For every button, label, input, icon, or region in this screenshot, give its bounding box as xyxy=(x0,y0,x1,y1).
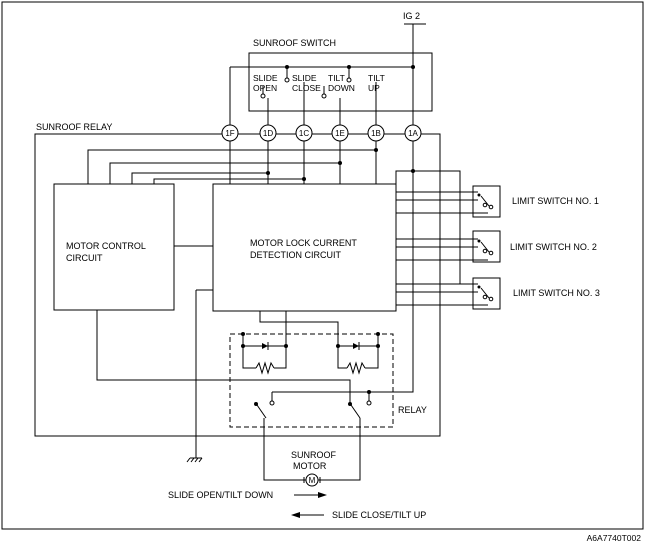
tilt-up-label-1: TILT xyxy=(368,73,385,83)
terminal-label-1a: 1A xyxy=(408,129,418,138)
limit-switch-2-label: LIMIT SWITCH NO. 2 xyxy=(510,242,597,252)
slide-open-label-2: OPEN xyxy=(253,83,277,93)
tilt-down-label-2: DOWN xyxy=(328,83,355,93)
terminal-label-1c: 1C xyxy=(299,129,309,138)
slide-open-label-1: SLIDE xyxy=(253,73,278,83)
slide-close-tilt-up-label: SLIDE CLOSE/TILT UP xyxy=(332,510,426,520)
sunroof-relay-title: SUNROOF RELAY xyxy=(36,122,112,132)
motor-lock-label-2: DETECTION CIRCUIT xyxy=(250,250,342,260)
relay-contact-2 xyxy=(350,404,361,419)
wire-1a-relay xyxy=(369,141,414,393)
bus-1b xyxy=(87,149,377,184)
sunroof-motor-label-1: SUNROOF xyxy=(291,450,337,460)
motor-control-circuit-box xyxy=(53,183,175,311)
limit-switch-3-box xyxy=(472,277,501,310)
switch-contact-slide-open xyxy=(260,93,266,99)
motor-m-label: M xyxy=(309,476,316,485)
diagram-frame xyxy=(1,1,644,530)
motor-lock-label-1: MOTOR LOCK CURRENT xyxy=(250,238,357,248)
limit-switch-3-label: LIMIT SWITCH NO. 3 xyxy=(513,288,600,298)
relay-coil-1 xyxy=(241,332,288,375)
limit-switch-1-label: LIMIT SWITCH NO. 1 xyxy=(512,196,599,206)
sunroof-motor-symbol xyxy=(305,473,319,487)
motor-control-label-1: MOTOR CONTROL xyxy=(66,241,146,251)
terminal-label-1f: 1F xyxy=(225,129,234,138)
slide-close-label-2: CLOSE xyxy=(292,83,321,93)
limit-switch-2-box xyxy=(472,230,501,263)
limit-switch-1-box xyxy=(472,185,501,218)
tilt-up-label-2: UP xyxy=(368,83,380,93)
slide-open-tilt-down-label: SLIDE OPEN/TILT DOWN xyxy=(168,490,273,500)
figure-code: A6A7740T002 xyxy=(587,533,642,543)
tilt-down-label-1: TILT xyxy=(328,73,345,83)
relay-coil-2 xyxy=(336,332,380,375)
arrow-left xyxy=(291,512,300,518)
motor-wire-right xyxy=(318,418,361,481)
sunroof-motor-label-2: MOTOR xyxy=(293,461,327,471)
motor-wire-left xyxy=(263,418,306,481)
slide-close-label-1: SLIDE xyxy=(292,73,317,83)
terminal-label-1e: 1E xyxy=(335,129,345,138)
bus-1e xyxy=(109,162,341,184)
bus-1c xyxy=(153,178,305,184)
sunroof-switch-title: SUNROOF SWITCH xyxy=(253,38,336,48)
terminal-row: 1F 1D 1C 1E 1B 1A xyxy=(221,124,422,142)
terminal-label-1b: 1B xyxy=(371,129,381,138)
switch-junction xyxy=(411,65,415,69)
control-to-relay xyxy=(96,310,351,404)
terminal-label-1d: 1D xyxy=(263,129,273,138)
relay-contact-1 xyxy=(256,404,267,419)
ig2-label: IG 2 xyxy=(403,11,420,21)
relay-label: RELAY xyxy=(398,405,427,415)
switch-contact-tilt-up xyxy=(346,77,352,83)
switch-contact-tilt-down xyxy=(321,93,327,99)
switch-contact-slide-close xyxy=(284,77,290,83)
motor-control-label-2: CIRCUIT xyxy=(66,253,103,263)
